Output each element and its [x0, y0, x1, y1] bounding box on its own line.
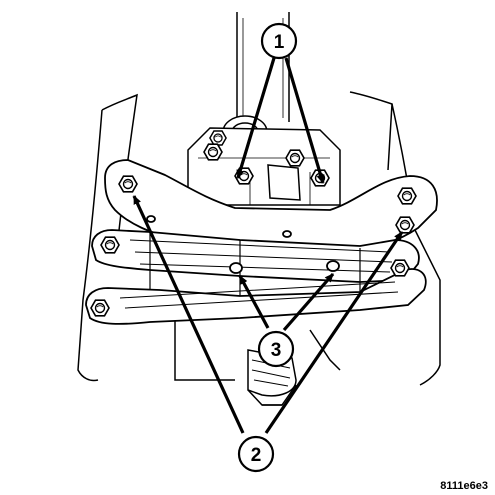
callout-1: 1	[260, 22, 298, 60]
leader-3a	[238, 275, 270, 329]
svg-text:1: 1	[274, 32, 285, 53]
leader-2b	[264, 231, 404, 434]
transmission-crossmember	[85, 159, 438, 325]
callout-3: 3	[257, 330, 295, 368]
svg-text:3: 3	[271, 340, 282, 361]
leader-1a	[236, 57, 276, 179]
leader-3b	[282, 272, 335, 332]
leader-2a	[132, 195, 245, 434]
leader-1b	[284, 57, 325, 184]
figure-id: 8111e6e3	[440, 480, 488, 492]
leader-lines	[132, 57, 404, 434]
svg-text:2: 2	[251, 445, 262, 466]
transmission-tailshaft	[187, 12, 341, 206]
callout-2: 2	[237, 435, 275, 473]
